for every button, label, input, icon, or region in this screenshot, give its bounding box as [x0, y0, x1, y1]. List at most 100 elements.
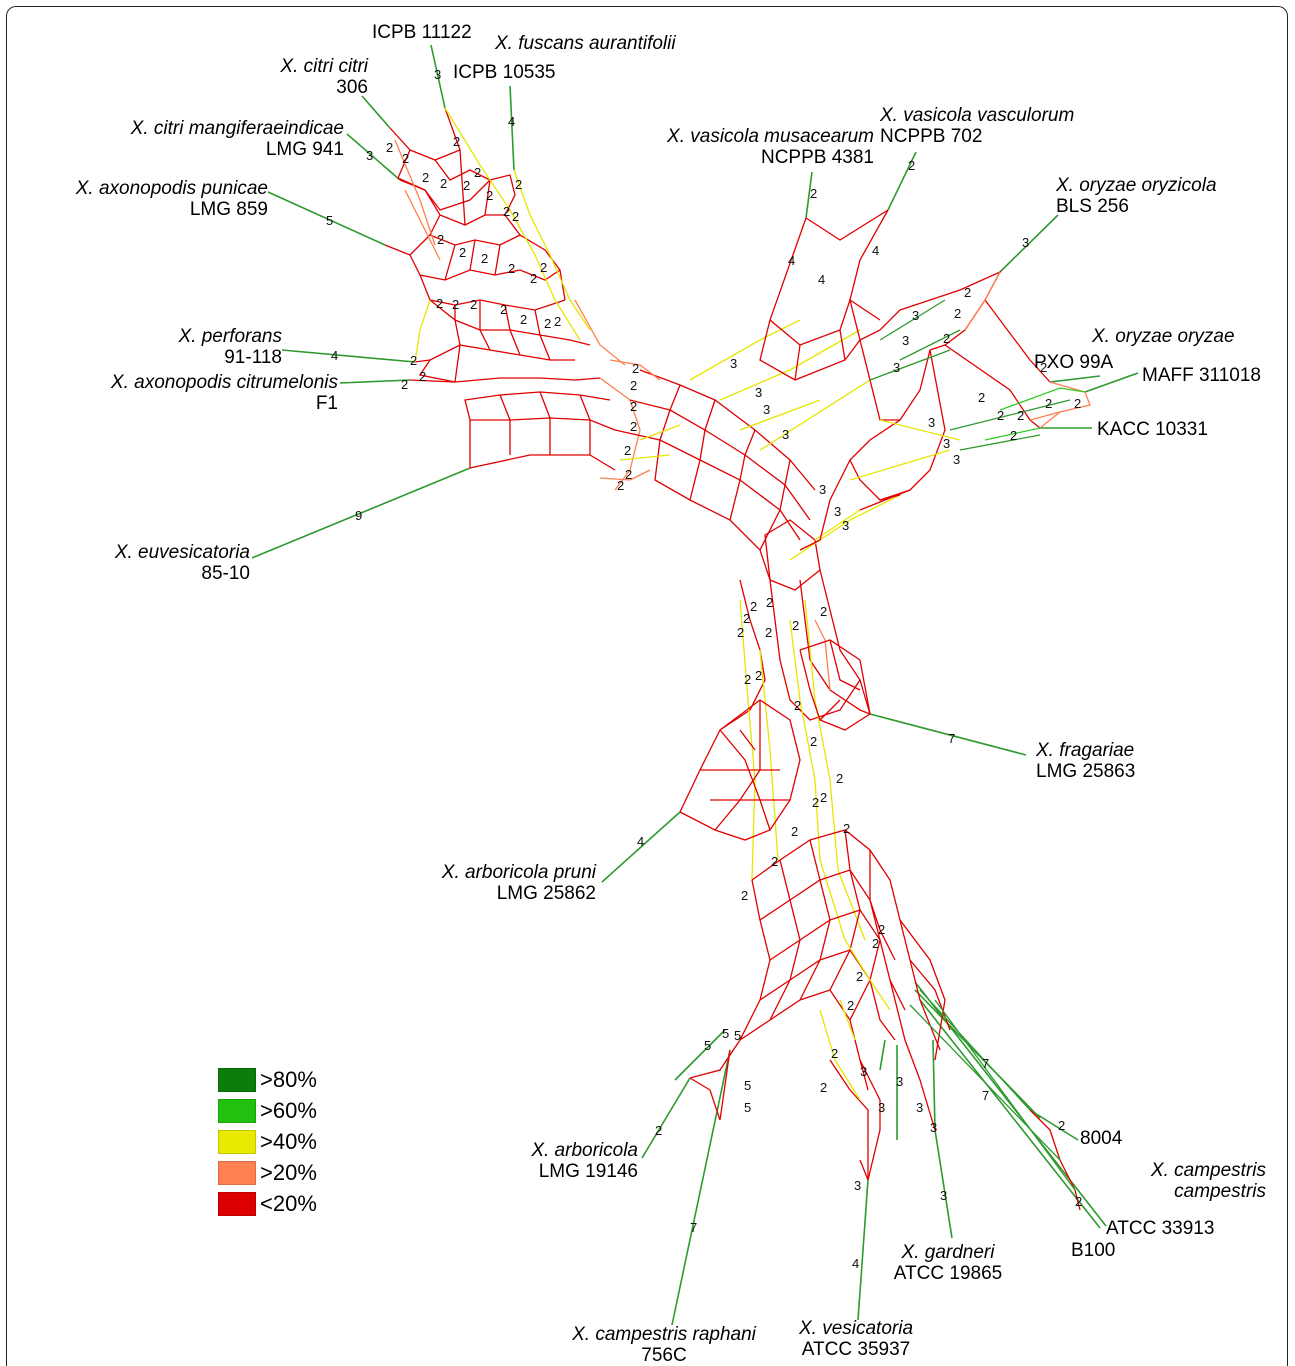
branch-lmg859 — [267, 191, 386, 246]
branch-icpb11122 — [430, 44, 446, 109]
taxon-campestris-campestris: X. campestris campestris — [1100, 1160, 1266, 1202]
branch-306 — [361, 95, 391, 129]
svg-text:2: 2 — [878, 922, 885, 937]
branch-b100 — [919, 999, 1101, 1229]
species-name: X. campestris — [1150, 1160, 1266, 1181]
species-name: X. fragariae — [1036, 740, 1135, 761]
strain-name: LMG 19146 — [538, 1161, 638, 1182]
strain-name: 91-118 — [224, 347, 282, 368]
svg-text:2: 2 — [872, 936, 879, 951]
taxon-euvesicatoria: X. euvesicatoria 85-10 — [60, 542, 250, 584]
strain-name: ICPB 11122 — [372, 22, 472, 43]
svg-text:2: 2 — [820, 1080, 827, 1095]
strain-name: KACC 10331 — [1097, 419, 1208, 440]
legend-label: <20% — [260, 1190, 317, 1216]
species-name: X. gardneri — [901, 1242, 995, 1263]
svg-text:5: 5 — [744, 1078, 751, 1093]
legend-label: >80% — [260, 1066, 317, 1092]
svg-text:3: 3 — [842, 518, 849, 533]
strain-name: MAFF 311018 — [1142, 365, 1261, 386]
strain-name: BLS 256 — [1056, 196, 1129, 217]
strain-name: LMG 941 — [265, 139, 344, 160]
svg-text:2: 2 — [402, 151, 409, 166]
svg-text:4: 4 — [818, 272, 825, 287]
svg-text:2: 2 — [470, 297, 477, 312]
legend-label: >60% — [260, 1097, 317, 1123]
strain-name: LMG 859 — [189, 199, 268, 220]
branch-atcc35937 — [857, 1179, 869, 1321]
terminal-branches — [251, 44, 1139, 1326]
svg-text:2: 2 — [437, 232, 444, 247]
svg-text:2: 2 — [440, 176, 447, 191]
weight-labels: 3 4 3 5 4 9 2 2 3 4 4 4 7 4 2 7 4 3 2 2 … — [326, 67, 1082, 1271]
svg-text:3: 3 — [366, 148, 373, 163]
svg-text:2: 2 — [655, 1123, 662, 1138]
svg-text:2: 2 — [843, 821, 850, 836]
svg-text:2: 2 — [820, 604, 827, 619]
taxon-arboricola: X. arboricola LMG 19146 — [480, 1140, 638, 1182]
species-name: X. euvesicatoria — [114, 542, 250, 563]
legend-item: >60% — [218, 1095, 317, 1126]
svg-text:3: 3 — [819, 482, 826, 497]
strain-name: 8004 — [1080, 1128, 1123, 1149]
svg-text:2: 2 — [515, 177, 522, 192]
svg-text:2: 2 — [765, 625, 772, 640]
svg-text:3: 3 — [763, 402, 770, 417]
branch-3-left — [879, 1039, 886, 1071]
svg-text:7: 7 — [948, 731, 955, 746]
svg-text:2: 2 — [422, 170, 429, 185]
svg-text:2: 2 — [508, 261, 515, 276]
svg-text:2: 2 — [459, 245, 466, 260]
branch-ncppb4381 — [805, 171, 813, 219]
svg-text:2: 2 — [810, 186, 817, 201]
species-name: X. axonopodis citrumelonis — [110, 372, 338, 393]
svg-text:2: 2 — [624, 443, 631, 458]
taxon-kacc10331: KACC 10331 — [1097, 419, 1208, 440]
taxon-8004: 8004 — [1080, 1128, 1122, 1149]
svg-text:2: 2 — [474, 165, 481, 180]
svg-text:5: 5 — [744, 1100, 751, 1115]
branch-f1 — [339, 379, 411, 384]
svg-text:2: 2 — [386, 140, 393, 155]
taxon-maff311018: MAFF 311018 — [1142, 365, 1261, 386]
svg-text:2: 2 — [1074, 396, 1081, 411]
svg-text:2: 2 — [744, 672, 751, 687]
legend-swatch — [218, 1191, 256, 1216]
svg-text:2: 2 — [530, 271, 537, 286]
svg-text:2: 2 — [630, 378, 637, 393]
branch-maff — [1084, 372, 1139, 393]
svg-text:2: 2 — [401, 377, 408, 392]
svg-text:2: 2 — [794, 698, 801, 713]
svg-text:4: 4 — [331, 348, 338, 363]
svg-text:2: 2 — [1045, 396, 1052, 411]
taxon-axonopodis-punicae: X. axonopodis punicae LMG 859 — [20, 178, 268, 220]
svg-text:2: 2 — [453, 134, 460, 149]
svg-text:7: 7 — [982, 1056, 989, 1071]
svg-text:2: 2 — [954, 306, 961, 321]
branch-756c — [671, 1049, 731, 1326]
strain-name: LMG 25862 — [496, 883, 596, 904]
taxon-citri-mangiferaeindicae: X. citri mangiferaeindicae LMG 941 — [40, 118, 344, 160]
svg-text:2: 2 — [512, 209, 519, 224]
species-name: X. fuscans aurantifolii — [495, 33, 676, 54]
branch-lmg25863 — [869, 713, 1027, 756]
branch-lmg25862 — [601, 811, 681, 883]
svg-text:3: 3 — [893, 360, 900, 375]
svg-text:2: 2 — [741, 888, 748, 903]
taxon-citri-citri: X. citri citri 306 — [230, 56, 368, 98]
figure-frame — [6, 6, 1288, 1366]
taxon-fragariae: X. fragariae LMG 25863 — [1036, 740, 1135, 782]
svg-text:2: 2 — [436, 296, 443, 311]
svg-text:2: 2 — [908, 158, 915, 173]
species-name: X. citri mangiferaeindicae — [130, 118, 344, 139]
svg-text:5: 5 — [722, 1026, 729, 1041]
svg-text:2: 2 — [1010, 428, 1017, 443]
svg-text:2: 2 — [452, 297, 459, 312]
legend-label: >40% — [260, 1128, 317, 1154]
species-name: X. axonopodis punicae — [75, 178, 268, 199]
svg-text:2: 2 — [544, 316, 551, 331]
svg-text:9: 9 — [355, 508, 362, 523]
svg-text:3: 3 — [912, 308, 919, 323]
svg-text:2: 2 — [771, 854, 778, 869]
branch-atcc19865 — [934, 1129, 953, 1239]
